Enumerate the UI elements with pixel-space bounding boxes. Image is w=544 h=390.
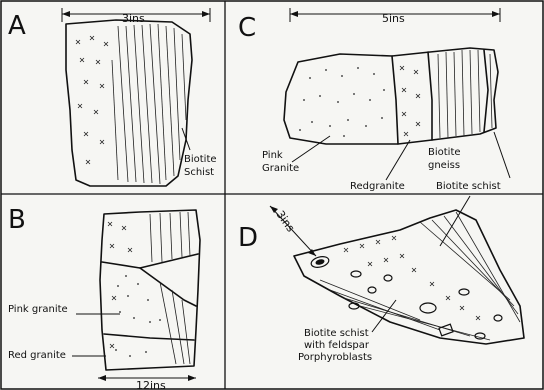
panel-b-label-red-granite: Red granite [8, 350, 66, 361]
panel-a-foliation-texture [112, 24, 186, 184]
panel-a-label-biotite: Biotite [184, 154, 217, 165]
panel-b-specimen-outline [100, 210, 200, 370]
panel-b-vein-lower [104, 334, 194, 340]
panel-c-red-granite-leader [386, 140, 410, 180]
panel-d-label-line1: Biotite schist [304, 328, 369, 339]
panel-c-dimension-label: 5ins [382, 12, 405, 25]
panel-c-granite-texture [299, 67, 385, 137]
panel-c-red-granite-texture [400, 66, 420, 136]
panel-c-label-pink: Pink [262, 150, 283, 161]
panel-a-crystal-texture [76, 36, 108, 164]
panel-c: C 5ins [238, 8, 510, 192]
panel-d-schist-leader [440, 196, 470, 246]
panel-c-letter: C [238, 13, 256, 43]
panel-d-label-line2: with feldspar [304, 340, 370, 351]
panel-b-foliation-texture [150, 212, 190, 364]
panel-c-label-granite: Granite [262, 163, 299, 174]
panel-a-label-schist: Schist [184, 167, 214, 178]
panel-b-letter: B [8, 205, 26, 235]
panel-d-letter: D [238, 223, 258, 253]
panel-c-specimen-outline [284, 48, 498, 144]
panel-b-label-pink-granite: Pink granite [8, 304, 68, 315]
panel-c-label-red-granite: Redgranite [350, 181, 405, 192]
panel-a: A 3ins Biotite Schist [8, 8, 217, 186]
panel-c-division-1 [392, 56, 398, 144]
panel-c-label-biotite-schist: Biotite schist [436, 181, 501, 192]
panel-b-dimension-label: 12ins [136, 379, 166, 390]
panel-a-dimension-label: 3ins [122, 12, 145, 25]
panel-d-foliation-texture [320, 212, 520, 340]
panel-c-label-biotite-gneiss-1: Biotite [428, 147, 461, 158]
panel-d-label-line3: Porphyroblasts [298, 352, 372, 363]
panel-b-granite-texture [115, 275, 161, 357]
panel-a-letter: A [8, 11, 26, 41]
panel-c-division-3 [484, 50, 488, 132]
panel-d-label-leader [372, 300, 396, 332]
panel-b-crystal-texture [108, 222, 132, 348]
panel-b: B Pink granite Red granite [8, 205, 200, 390]
panel-b-vein-upper [102, 254, 198, 268]
panel-c-division-2 [428, 52, 432, 140]
panel-c-biotite-schist-leader [494, 132, 510, 178]
panel-d: D 3ins [238, 196, 524, 363]
panel-d-specimen-outline [294, 210, 524, 344]
panel-d-dimension-label: 3ins [274, 208, 298, 234]
panel-c-label-biotite-gneiss-2: gneiss [428, 160, 460, 171]
